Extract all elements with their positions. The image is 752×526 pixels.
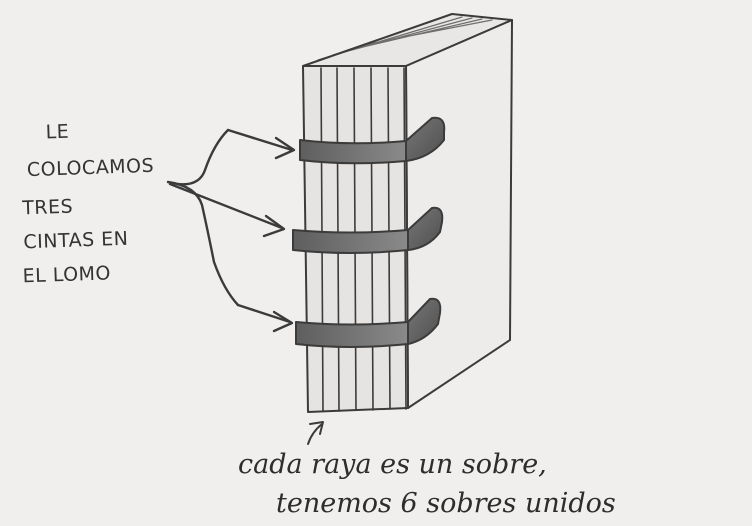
arrow-to-bottom-tape — [236, 303, 292, 324]
arrowhead-top — [274, 136, 296, 160]
book-cover-face — [405, 19, 513, 409]
pointer-arrows — [166, 128, 296, 333]
caption-line-1: cada raya es un sobre, — [238, 449, 547, 480]
arrowhead-middle — [262, 214, 286, 238]
left-label-line-3: TRES — [21, 196, 74, 220]
left-label: LE COLOCAMOS TRES CINTAS EN EL LOMO — [21, 121, 155, 288]
caption-line-2: tenemos 6 sobres unidos — [276, 488, 616, 519]
arrow-to-top-tape — [226, 128, 294, 152]
spine-tape-middle — [292, 206, 444, 254]
caption-arrow — [307, 421, 324, 445]
spine-tape-bottom — [295, 297, 442, 348]
left-label-line-4: CINTAS EN — [23, 228, 129, 254]
caption-arrowhead — [309, 421, 324, 435]
brace-curve — [166, 128, 240, 307]
spine-tape-top — [299, 116, 446, 165]
arrowhead-bottom — [272, 310, 294, 333]
book-block — [302, 13, 513, 413]
left-label-line-5: EL LOMO — [22, 262, 111, 287]
left-label-line-2: COLOCAMOS — [27, 155, 155, 181]
caption: cada raya es un sobre, tenemos 6 sobres … — [238, 449, 616, 519]
left-label-line-1: LE — [45, 121, 69, 144]
arrow-to-middle-tape — [168, 182, 284, 230]
